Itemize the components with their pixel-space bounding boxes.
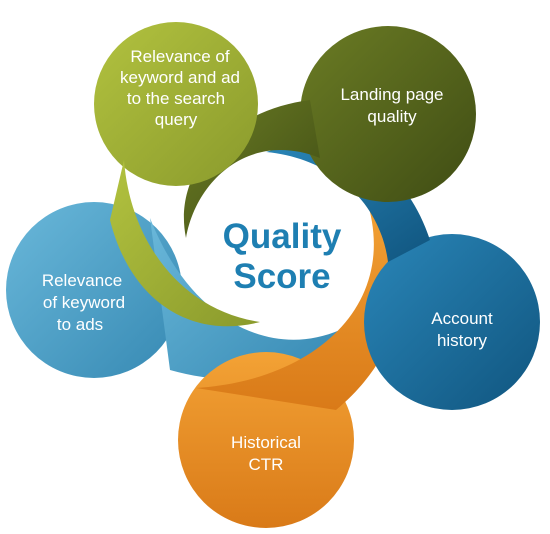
- label-relevance-keyword-ad-query: Relevance of keyword and ad to the searc…: [120, 47, 240, 129]
- blob-tail: [150, 218, 340, 380]
- blob-tail: [110, 160, 260, 327]
- factor-label-line: Landing page: [340, 85, 443, 104]
- factor-label-line: to the search: [127, 89, 225, 108]
- factor-label-line: CTR: [249, 455, 284, 474]
- factor-label-line: history: [437, 331, 488, 350]
- center-label: Quality Score: [223, 217, 342, 296]
- center-title-line-2: Score: [233, 257, 330, 296]
- factor-label-line: Relevance: [42, 271, 122, 290]
- factor-label-line: query: [155, 110, 198, 129]
- factor-label-line: quality: [367, 107, 417, 126]
- blob-circle: [364, 234, 540, 410]
- factor-label-line: Account: [431, 309, 493, 328]
- label-historical-ctr: Historical CTR: [231, 433, 301, 474]
- factor-blob-landing-page-quality: [183, 26, 476, 238]
- blob-circle: [94, 22, 258, 186]
- factor-label-line: to ads: [57, 315, 103, 334]
- blob-tail: [196, 198, 401, 410]
- factor-label-line: of keyword: [43, 293, 125, 312]
- center-title-line-1: Quality: [223, 217, 342, 256]
- blob-circle: [300, 26, 476, 202]
- factor-label-line: Historical: [231, 433, 301, 452]
- factor-blob-historical-ctr: [178, 198, 401, 528]
- factor-blob-relevance-keyword-ad-query: [94, 22, 260, 327]
- label-relevance-keyword-ads: Relevance of keyword to ads: [42, 271, 125, 334]
- label-landing-page-quality: Landing page quality: [340, 85, 443, 126]
- blob-tail: [183, 100, 320, 238]
- label-account-history: Account history: [431, 309, 493, 350]
- factor-label-line: Relevance of: [130, 47, 230, 66]
- factor-label-line: keyword and ad: [120, 68, 240, 87]
